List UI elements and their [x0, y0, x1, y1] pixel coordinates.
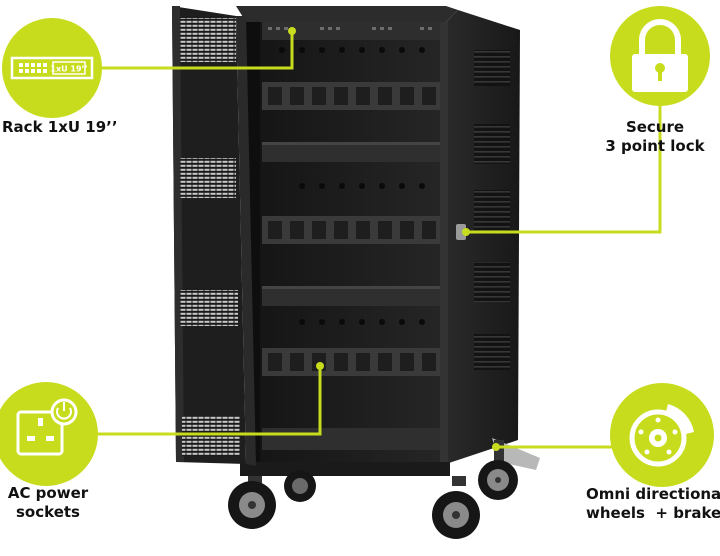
rack-unit-icon: 1xU 19’’ [2, 18, 102, 118]
ac-caption-line-1: AC power [7, 484, 89, 502]
padlock-icon [610, 6, 710, 106]
lock-caption-line-1: Secure [625, 118, 685, 136]
wheel-front-right [432, 476, 480, 539]
callout-lines [98, 32, 662, 449]
lock-caption: Secure 3 point lock [596, 118, 714, 156]
wheel-rear-right [478, 438, 540, 500]
lock-handle [456, 224, 466, 240]
wheels-caption-line-1: Omni directional [586, 485, 720, 503]
ac-caption-line-2: sockets [16, 503, 80, 521]
ac-caption: AC power sockets [6, 484, 90, 522]
cabinet-side-panel [446, 10, 520, 464]
disc-brake-icon [610, 383, 714, 487]
wheel-rear-left [284, 470, 316, 502]
wheels-caption: Omni directional wheels + brakes [586, 485, 720, 523]
rack-caption: Rack 1xU 19’’ [2, 118, 118, 137]
cabinet-interior [240, 22, 466, 476]
power-socket-icon [0, 382, 98, 486]
cabinet-top [236, 6, 458, 22]
wheel-front-left [228, 476, 276, 529]
open-door [172, 6, 256, 466]
rack-caption-line: Rack 1xU 19’’ [2, 118, 118, 136]
rack-icon-text: 1xU 19’’ [50, 65, 87, 74]
lock-caption-line-2: 3 point lock [605, 137, 705, 155]
wheels-caption-line-2: wheels + brakes [586, 504, 720, 522]
